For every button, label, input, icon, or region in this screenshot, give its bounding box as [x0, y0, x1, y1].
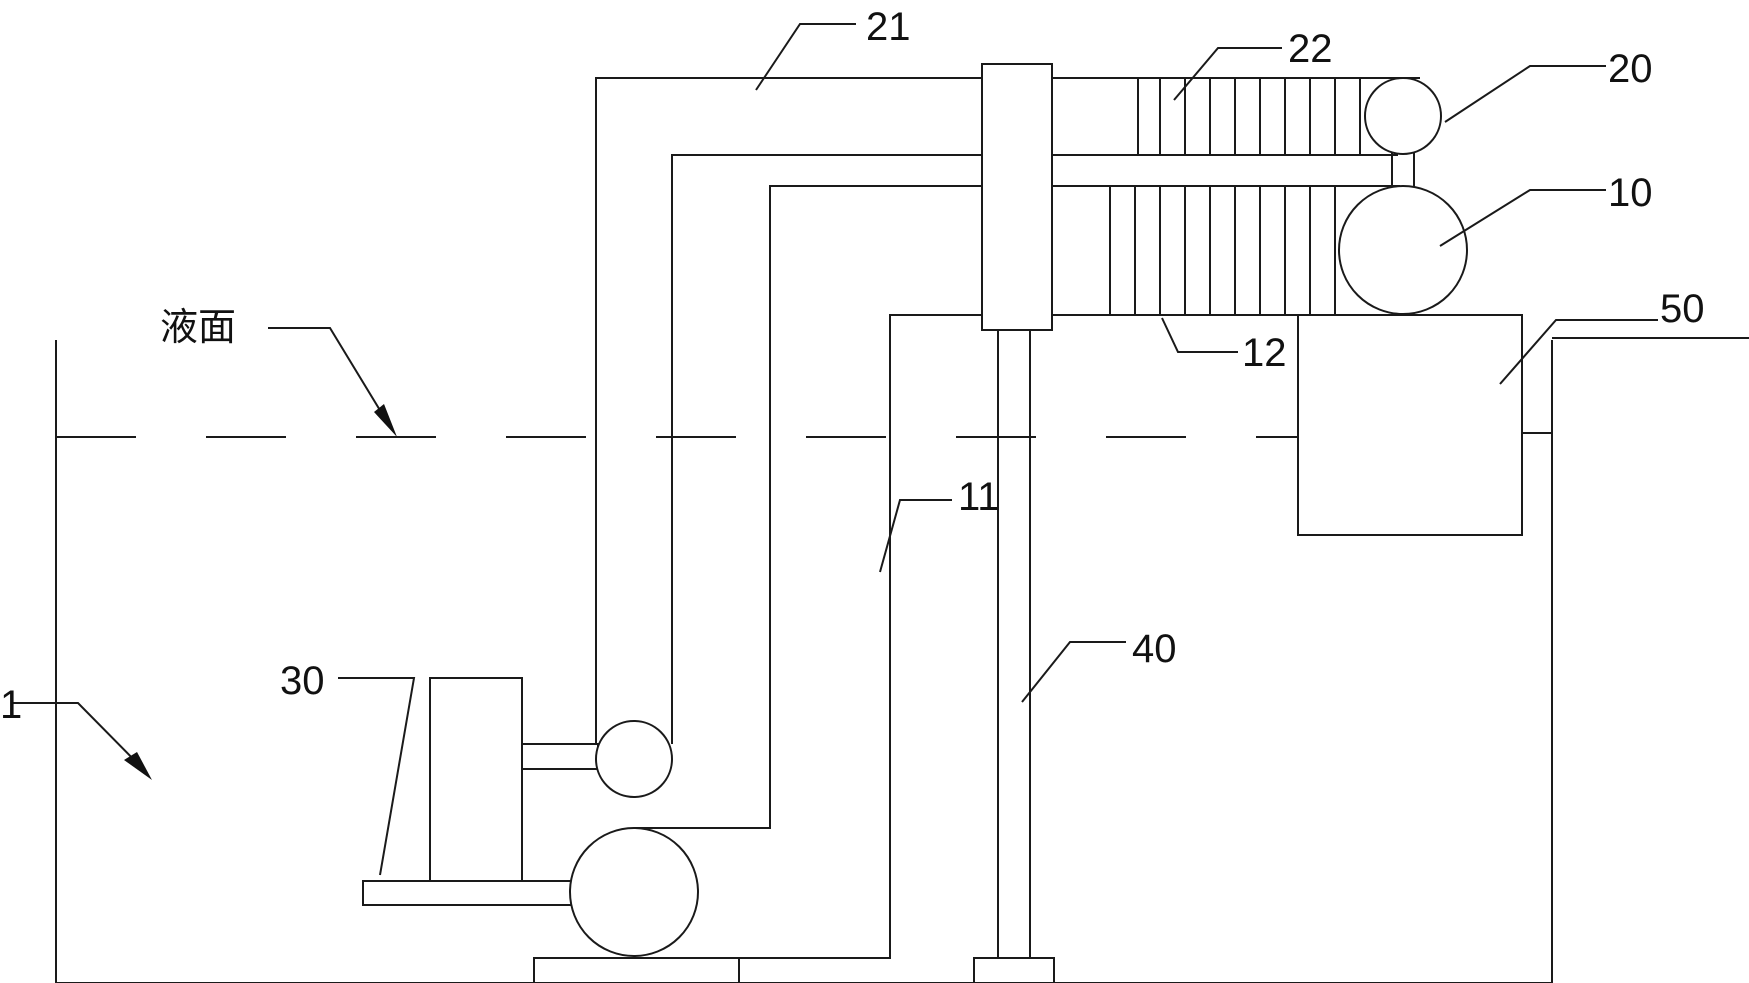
tank-walls [55, 340, 1553, 983]
box-50 [1297, 314, 1523, 536]
label-roller-10: 10 [1608, 171, 1653, 215]
fins-12 [1109, 186, 1336, 315]
motor-30-body [429, 677, 523, 882]
label-fins-22: 22 [1288, 27, 1333, 71]
label-shaft-40: 40 [1132, 627, 1177, 671]
roller-20 [1364, 77, 1442, 155]
label-pipe-11: 11 [958, 475, 1000, 519]
pipe-21-inner [671, 154, 1398, 744]
roller-connector [1391, 150, 1415, 192]
frame-block [981, 63, 1053, 331]
fins-22 [1050, 77, 1398, 155]
pulley-lower [569, 827, 699, 957]
label-fins-12: 12 [1242, 331, 1287, 375]
label-roller-20: 20 [1608, 47, 1653, 91]
motor-30-upper-shaft [521, 743, 599, 770]
motor-30 [362, 677, 599, 906]
pulley-upper [595, 720, 673, 798]
label-motor-30: 30 [280, 659, 325, 703]
label-pipe-21: 21 [866, 5, 911, 49]
label-box-50: 50 [1660, 287, 1705, 331]
leader-lines [12, 23, 1658, 876]
shaft-40 [973, 330, 1055, 983]
roller-10 [1338, 185, 1468, 315]
pipe-11 [634, 185, 1408, 959]
label-liquid-surface: 液面 [160, 305, 236, 349]
pipe-11-lower [740, 314, 1408, 959]
tank [55, 337, 1749, 983]
shaft-40-base [973, 957, 1055, 983]
bottom-bearing-block [533, 957, 740, 983]
motor-30-base [362, 880, 574, 906]
label-tank-1: 1 [0, 683, 22, 727]
arrowhead-tank [124, 752, 152, 780]
pipe-11-upper [634, 185, 1400, 829]
arrowhead-liquid-surface [374, 404, 397, 437]
